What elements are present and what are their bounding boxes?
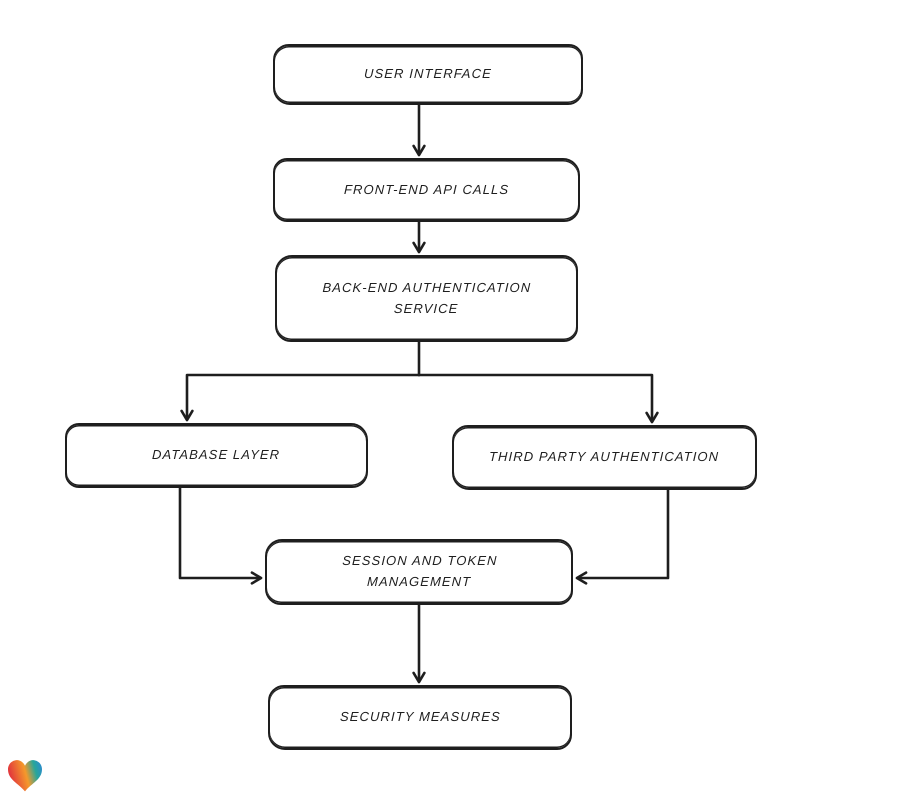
node-database-layer: DATABASE LAYER [65, 423, 368, 488]
node-security-measures: SECURITY MEASURES [268, 685, 572, 750]
edge-backend-to-database [180, 373, 421, 422]
node-user-interface: USER INTERFACE [273, 44, 583, 105]
node-label: DATABASE LAYER [152, 447, 281, 463]
node-label: USER INTERFACE [363, 66, 493, 82]
heart-icon [8, 760, 42, 792]
node-label: SESSION AND TOKEN MANAGEMENT [341, 553, 498, 589]
node-label: BACK-END AUTHENTICATION SERVICE [322, 279, 532, 316]
edge-database-to-session [178, 486, 263, 585]
node-session-and-token-management: SESSION AND TOKEN MANAGEMENT [265, 539, 573, 605]
edge-thirdparty-to-session [575, 488, 670, 585]
node-third-party-authentication: THIRD PARTY AUTHENTICATION [452, 425, 757, 490]
edge-backend-to-thirdparty [417, 373, 659, 424]
node-label: THIRD PARTY AUTHENTICATION [489, 449, 720, 465]
node-back-end-authentication-service: BACK-END AUTHENTICATION SERVICE [275, 255, 578, 342]
node-front-end-api-calls: FRONT-END API CALLS [273, 158, 580, 222]
node-label: SECURITY MEASURES [339, 709, 501, 725]
node-label: FRONT-END API CALLS [343, 181, 510, 197]
